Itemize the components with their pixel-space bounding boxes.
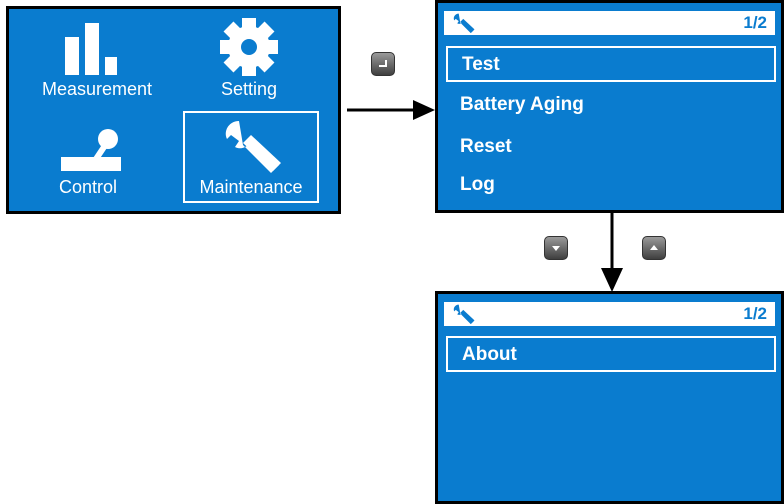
- maintenance-menu-page-1: 1/2 Test Battery Aging Reset Log: [435, 0, 784, 213]
- menu-item-log[interactable]: Log: [460, 174, 495, 195]
- tile-setting[interactable]: Setting: [189, 17, 309, 107]
- tile-measurement[interactable]: Measurement: [27, 17, 167, 107]
- main-menu-screen: Measurement Setting Control Maintena: [6, 6, 341, 214]
- wrench-icon: [453, 13, 475, 34]
- title-bar: 1/2: [444, 302, 775, 326]
- down-key-icon[interactable]: [544, 236, 568, 260]
- tile-label-maintenance: Maintenance: [199, 177, 303, 197]
- tile-label-measurement: Measurement: [41, 79, 153, 99]
- enter-key-icon[interactable]: [371, 52, 395, 76]
- gear-icon: [220, 18, 278, 76]
- bar-chart-icon: [65, 23, 117, 75]
- menu-item-reset[interactable]: Reset: [460, 136, 512, 157]
- page-indicator: 1/2: [743, 13, 767, 32]
- arrow-right-icon: [347, 100, 435, 120]
- wrench-icon: [453, 304, 475, 325]
- tile-label-control: Control: [58, 177, 118, 197]
- joystick-icon: [61, 129, 121, 171]
- tile-control[interactable]: Control: [27, 121, 167, 201]
- maintenance-menu-page-2: 1/2 About: [435, 291, 784, 504]
- page-indicator: 1/2: [743, 304, 767, 323]
- menu-item-test[interactable]: Test: [446, 46, 776, 82]
- menu-item-about[interactable]: About: [446, 336, 776, 372]
- wrench-icon: [225, 121, 281, 173]
- menu-item-battery-aging[interactable]: Battery Aging: [460, 94, 584, 115]
- up-key-icon[interactable]: [642, 236, 666, 260]
- tile-label-setting: Setting: [220, 79, 278, 99]
- title-bar: 1/2: [444, 11, 775, 35]
- arrow-down-icon: [601, 212, 623, 292]
- tile-maintenance[interactable]: Maintenance: [183, 111, 319, 203]
